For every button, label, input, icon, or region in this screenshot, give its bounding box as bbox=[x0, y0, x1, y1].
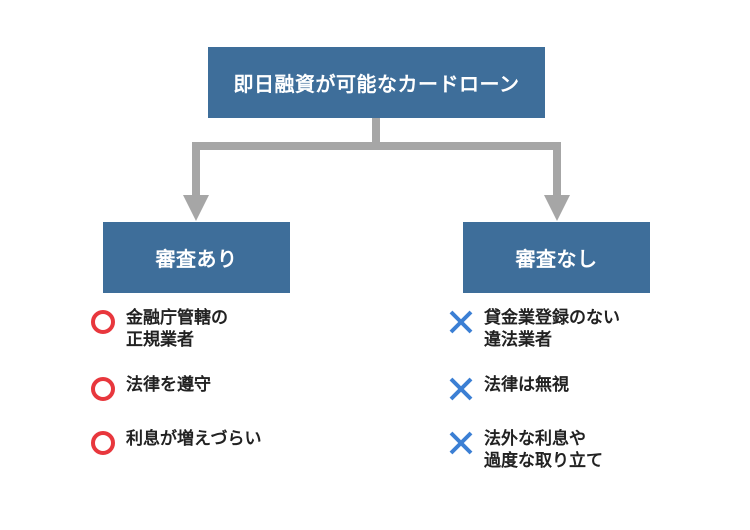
branch-node-box-with-screening: 審査あり bbox=[103, 222, 290, 293]
cross-icon bbox=[446, 426, 476, 460]
list-item-label: 法外な利息や 過度な取り立て bbox=[484, 428, 603, 471]
bullet-list-with-screening: 金融庁管轄の 正規業者 法律を遵守 利息が増えづらい bbox=[88, 305, 348, 480]
connector-bar bbox=[192, 142, 561, 150]
right-arrow-head bbox=[544, 195, 570, 221]
list-item-label: 貸金業登録のない 違法業者 bbox=[484, 308, 620, 350]
connector-stem bbox=[372, 118, 380, 150]
circle-icon bbox=[88, 372, 118, 406]
root-node-box: 即日融資が可能なカードローン bbox=[208, 47, 545, 118]
left-arrow-stem bbox=[192, 142, 200, 195]
list-item: 法律を遵守 bbox=[88, 372, 348, 406]
left-arrow-head bbox=[183, 195, 209, 221]
branch-node-box-without-screening: 審査なし bbox=[463, 222, 650, 293]
cross-icon bbox=[446, 372, 476, 406]
root-node-label: 即日融資が可能なカードローン bbox=[233, 74, 520, 96]
branch-node-label: 審査なし bbox=[515, 249, 598, 271]
bullet-list-without-screening: 貸金業登録のない 違法業者 法律は無視 法外な利息や 過度な取り立て bbox=[446, 305, 706, 493]
list-item: 法律は無視 bbox=[446, 372, 706, 406]
list-item: 法外な利息や 過度な取り立て bbox=[446, 426, 706, 473]
list-item: 金融庁管轄の 正規業者 bbox=[88, 305, 348, 352]
list-item-label: 法律は無視 bbox=[484, 374, 569, 394]
list-item-label: 利息が増えづらい bbox=[126, 428, 262, 448]
list-item: 貸金業登録のない 違法業者 bbox=[446, 305, 706, 352]
cross-icon bbox=[446, 305, 476, 339]
circle-icon bbox=[88, 426, 118, 460]
list-item-label: 金融庁管轄の 正規業者 bbox=[126, 308, 228, 350]
right-arrow-stem bbox=[553, 142, 561, 195]
list-item-label: 法律を遵守 bbox=[126, 374, 211, 394]
list-item: 利息が増えづらい bbox=[88, 426, 348, 460]
branch-node-label: 審査あり bbox=[155, 249, 238, 271]
circle-icon bbox=[88, 305, 118, 339]
